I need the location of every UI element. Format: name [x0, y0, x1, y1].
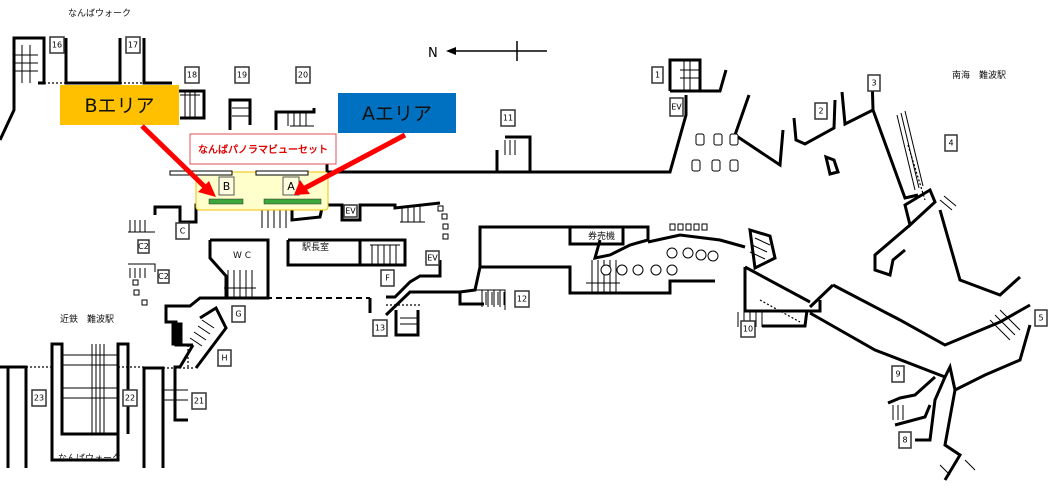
svg-text:C2: C2 [138, 242, 149, 251]
svg-text:EV: EV [427, 254, 438, 263]
svg-text:C2: C2 [158, 272, 169, 281]
exit-17: 17 [125, 36, 141, 54]
b-area-label: Bエリア [84, 95, 154, 117]
north-label: N [428, 46, 438, 61]
namba-walk-label-bottom: なんばウォーク [58, 453, 121, 464]
svg-text:23: 23 [34, 394, 44, 403]
svg-text:5: 5 [1038, 314, 1043, 323]
elevator-1: EV [343, 204, 358, 218]
a-area-label: Aエリア [362, 103, 432, 125]
exit-h: H [217, 349, 232, 367]
b-area-callout: Bエリア [60, 85, 179, 125]
svg-text:2: 2 [818, 107, 823, 116]
svg-text:17: 17 [128, 41, 138, 50]
exit-9: 9 [891, 365, 905, 383]
exit-19: 19 [234, 66, 250, 84]
platform-highlight: B A [169, 170, 329, 211]
svg-text:3: 3 [871, 79, 876, 88]
north-compass: N [428, 41, 547, 61]
svg-text:EV: EV [345, 207, 356, 216]
exit-g: G [231, 305, 246, 323]
svg-text:H: H [221, 354, 227, 363]
svg-text:21: 21 [194, 397, 204, 406]
svg-text:F: F [385, 274, 390, 283]
station-master-label: 駅長室 [302, 241, 329, 253]
exit-13: 13 [372, 319, 388, 337]
exit-c2-b: C2 [157, 269, 170, 284]
svg-text:20: 20 [298, 71, 308, 80]
exit-20: 20 [295, 66, 311, 84]
exit-c2-a: C2 [137, 239, 150, 254]
exit-2: 2 [814, 102, 828, 120]
elevator-3: EV [669, 97, 684, 117]
exit-18: 18 [184, 66, 200, 84]
exit-4: 4 [944, 134, 958, 152]
elevator-2: EV [425, 250, 440, 266]
svg-text:8: 8 [902, 436, 907, 445]
nankai-namba-label: 南海 難波駅 [952, 69, 1006, 81]
svg-text:G: G [235, 310, 241, 319]
svg-text:13: 13 [375, 324, 385, 333]
ticket-machines-label: 券売機 [588, 230, 615, 242]
a-marker: A [287, 180, 295, 193]
exit-11: 11 [500, 109, 516, 127]
exit-21: 21 [191, 392, 207, 410]
exit-3: 3 [867, 74, 881, 92]
exit-1: 1 [651, 66, 664, 84]
svg-text:19: 19 [237, 71, 247, 80]
exit-c: C [175, 222, 190, 240]
exit-5: 5 [1034, 309, 1048, 327]
exit-f: F [380, 269, 395, 287]
namba-walk-label-top: なんばウォーク [68, 8, 131, 19]
a-area-callout: Aエリア [338, 93, 456, 133]
pillars [132, 133, 739, 346]
svg-text:9: 9 [895, 370, 900, 379]
exit-8: 8 [898, 431, 912, 449]
svg-text:12: 12 [517, 295, 527, 304]
exit-12: 12 [514, 290, 530, 308]
exit-10: 10 [740, 320, 756, 338]
svg-text:22: 22 [125, 394, 135, 403]
svg-text:11: 11 [503, 114, 513, 123]
panorama-view-callout: なんばパノラマビューセット [189, 133, 337, 165]
kintetsu-namba-label: 近鉄 難波駅 [60, 313, 114, 325]
svg-text:C: C [180, 227, 186, 236]
svg-text:1: 1 [655, 71, 660, 80]
exit-22: 22 [122, 389, 138, 407]
svg-text:18: 18 [187, 71, 197, 80]
wc-label: W C [233, 251, 251, 261]
exit-16: 16 [49, 36, 65, 54]
svg-text:4: 4 [948, 139, 953, 148]
b-marker: B [223, 180, 231, 193]
svg-text:10: 10 [743, 325, 753, 334]
exit-23: 23 [31, 389, 47, 407]
panorama-view-label: なんばパノラマビューセット [198, 143, 328, 156]
red-arrows [140, 124, 407, 197]
stairs [14, 45, 1021, 476]
svg-text:16: 16 [52, 41, 62, 50]
svg-text:EV: EV [671, 103, 682, 112]
